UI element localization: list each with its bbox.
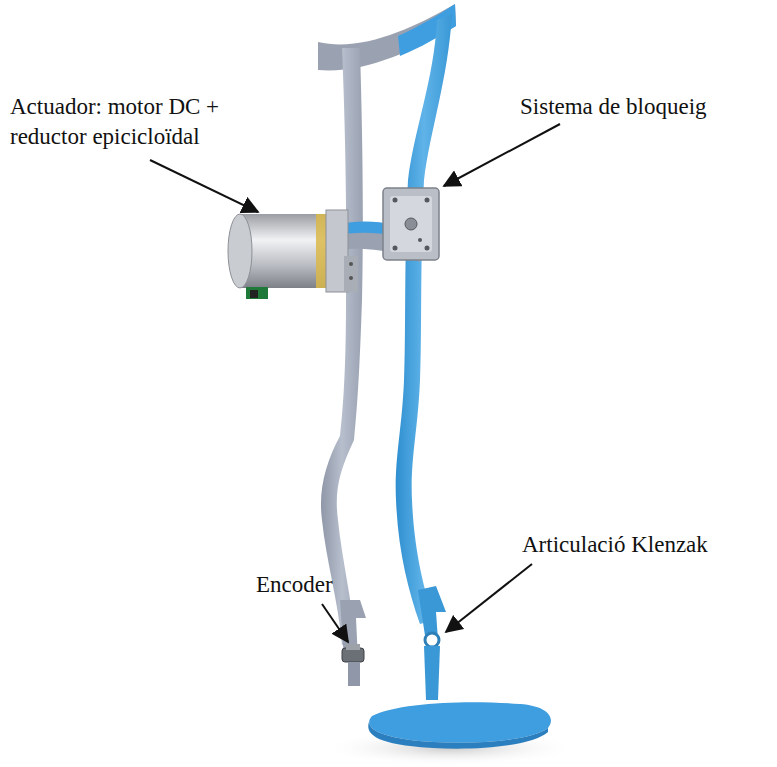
- motor-connector: [250, 290, 258, 298]
- leader-arrow: [322, 604, 348, 642]
- dc-motor: [240, 214, 332, 288]
- encoder: [342, 648, 364, 662]
- gearbox-ring: [316, 214, 326, 288]
- lateral-upright: [321, 48, 363, 645]
- locking-system-face: [390, 196, 432, 252]
- encoder-shaft: [348, 662, 360, 686]
- klenzak-stirrup: [424, 646, 440, 700]
- medial-upright: [396, 14, 452, 624]
- foot-plate: [369, 702, 551, 743]
- motor-bracket: [344, 256, 358, 292]
- part-label: Sistema de bloqueig: [520, 92, 765, 122]
- leader-arrow: [444, 124, 560, 186]
- motor-pcb: [246, 287, 268, 299]
- leader-arrow: [446, 564, 532, 632]
- locking-system: [383, 188, 439, 260]
- klenzak-joint: [425, 633, 439, 647]
- part-label: Actuador: motor DC + reductor epicicloïd…: [10, 92, 250, 152]
- leader-arrow: [150, 160, 258, 212]
- motor-end-cap: [228, 214, 252, 288]
- part-label: Encoder: [256, 570, 376, 600]
- part-label: Articulació Klenzak: [522, 530, 767, 560]
